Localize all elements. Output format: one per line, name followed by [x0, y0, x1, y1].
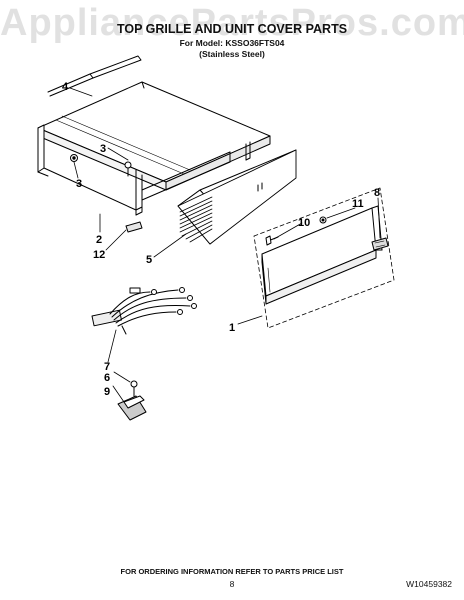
vent-panel-part — [177, 149, 297, 245]
callout-8: 8 — [374, 187, 380, 199]
callout-12: 12 — [93, 249, 105, 261]
callout-7: 7 — [104, 361, 110, 373]
unit-cover-part — [37, 55, 271, 216]
wire-harness-part — [91, 287, 197, 335]
finish-line: (Stainless Steel) — [199, 49, 265, 59]
callout-3-side: 3 — [76, 178, 82, 190]
callout-11: 11 — [352, 198, 364, 210]
callout-1: 1 — [229, 322, 235, 334]
nut-11-part — [319, 216, 327, 224]
clip-9-part — [117, 395, 147, 421]
page-title: TOP GRILLE AND UNIT COVER PARTS — [116, 22, 348, 36]
bracket-8-part — [371, 237, 389, 251]
screw-part — [70, 154, 132, 177]
callout-5: 5 — [146, 254, 152, 266]
leader-lines — [69, 87, 381, 403]
top-grille-part — [261, 205, 383, 305]
callout-3-top: 3 — [100, 143, 106, 155]
callout-6: 6 — [104, 372, 110, 384]
document-id: W10459382 — [406, 579, 452, 589]
callout-4: 4 — [62, 81, 69, 93]
callout-2: 2 — [96, 234, 102, 246]
screw-6-part — [130, 380, 138, 397]
screw-10-part — [265, 235, 279, 246]
page-number: 8 — [229, 579, 235, 589]
model-line: For Model: KSSO36FTS04 — [179, 38, 285, 48]
callout-9: 9 — [104, 386, 110, 398]
callout-labels: 4 3 3 2 12 5 10 11 8 1 7 6 9 — [62, 81, 380, 398]
callout-10: 10 — [298, 217, 310, 229]
grille-assembly-outline — [253, 187, 395, 329]
ordering-note: FOR ORDERING INFORMATION REFER TO PARTS … — [120, 567, 344, 576]
clip-part — [125, 221, 143, 233]
vent-slots — [179, 196, 213, 243]
